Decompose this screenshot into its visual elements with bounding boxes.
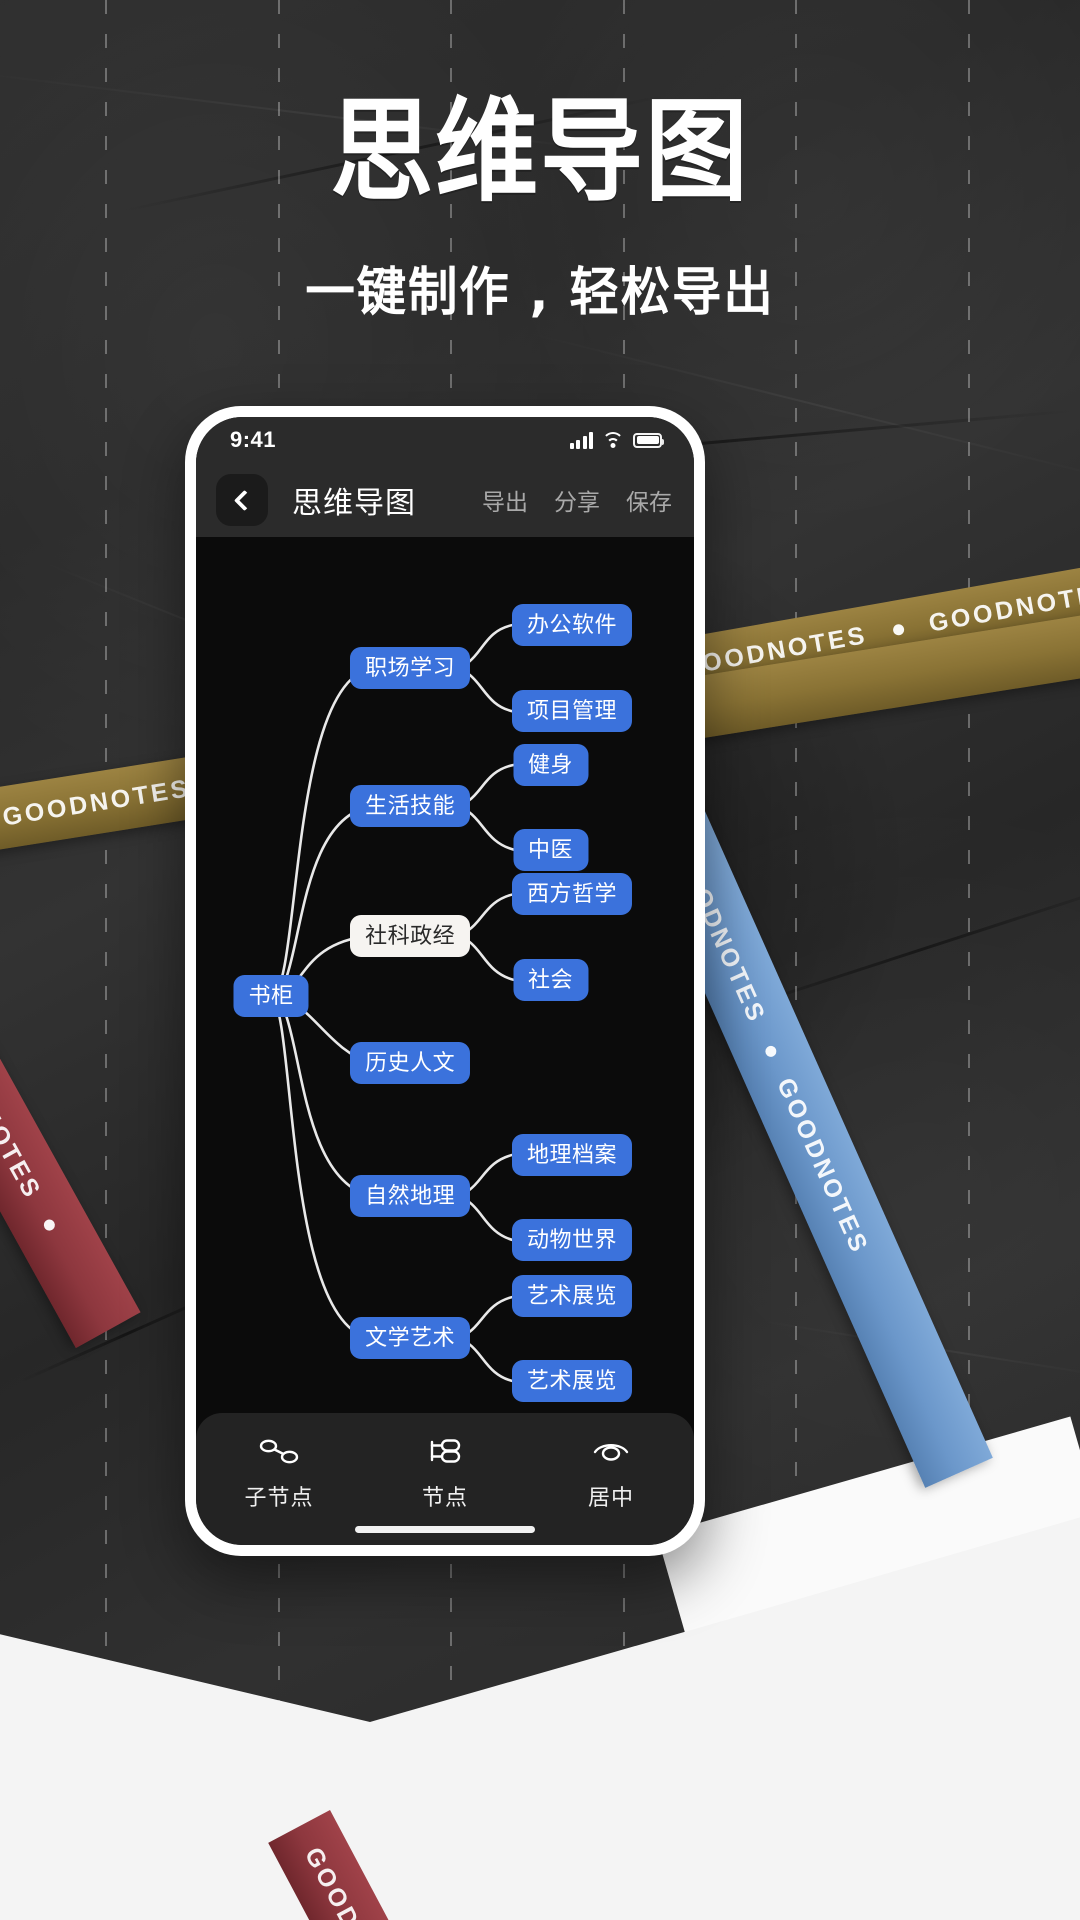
mindmap-canvas[interactable]: 书柜 职场学习 生活技能 社科政经 历史人文 自然地理 文学艺术 办公软件 项目… (196, 537, 694, 1413)
toolbar-item-center[interactable]: 居中 (528, 1435, 694, 1512)
phone-screen: 9:41 思维导图 导出 分享 保存 (196, 417, 694, 1545)
toolbar-label: 子节点 (244, 1485, 314, 1510)
promo-headline: 思维导图 (330, 87, 750, 217)
mindmap-node-branch[interactable]: 职场学习 (350, 647, 471, 690)
mindmap-node-branch[interactable]: 文学艺术 (350, 1316, 471, 1359)
status-bar: 9:41 (196, 417, 694, 463)
mindmap-node-leaf[interactable]: 社会 (513, 959, 589, 1002)
status-icons (569, 431, 664, 449)
toolbar-item-node[interactable]: 节点 (362, 1435, 528, 1512)
page-title: 思维导图 (292, 487, 416, 520)
mindmap-node-branch[interactable]: 历史人文 (350, 1041, 471, 1084)
status-time: 9:41 (230, 427, 277, 452)
mindmap-node-leaf[interactable]: 中医 (513, 828, 589, 871)
bottom-toolbar: 子节点 节点 (196, 1413, 694, 1545)
mindmap-node-leaf[interactable]: 艺术展览 (511, 1360, 632, 1403)
nav-actions: 导出 分享 保存 (482, 483, 672, 517)
promo-text-block: 思维导图 一键制作 , 轻松导出 (0, 96, 1080, 325)
toolbar-item-child-node[interactable]: 子节点 (196, 1435, 362, 1512)
cellular-signal-icon (569, 431, 593, 449)
mindmap-node-leaf[interactable]: 健身 (513, 743, 589, 786)
mindmap-node-leaf[interactable]: 办公软件 (511, 603, 632, 646)
mindmap-node-leaf[interactable]: 项目管理 (511, 690, 632, 733)
toolbar-label: 居中 (587, 1485, 634, 1510)
mindmap-node-leaf[interactable]: 动物世界 (511, 1219, 632, 1262)
mindmap-node-leaf[interactable]: 地理档案 (511, 1133, 632, 1176)
home-indicator (355, 1526, 535, 1533)
chevron-left-icon (233, 489, 256, 511)
child-node-link-icon (259, 1435, 299, 1467)
mindmap-node-branch[interactable]: 生活技能 (350, 784, 471, 827)
mindmap-node-branch[interactable]: 自然地理 (350, 1174, 471, 1217)
mindmap-node-root[interactable]: 书柜 (233, 975, 309, 1018)
share-button[interactable]: 分享 (554, 489, 600, 515)
node-hierarchy-icon (428, 1435, 462, 1467)
battery-icon (633, 432, 664, 448)
wifi-icon (602, 432, 624, 448)
app-nav-bar: 思维导图 导出 分享 保存 (196, 463, 694, 537)
mindmap-node-branch[interactable]: 社科政经 (350, 914, 471, 957)
mindmap-node-leaf[interactable]: 西方哲学 (511, 873, 632, 916)
eye-center-icon (593, 1435, 629, 1467)
promo-subheadline: 一键制作 , 轻松导出 (305, 263, 775, 323)
toolbar-label: 节点 (421, 1485, 468, 1510)
save-button[interactable]: 保存 (626, 489, 672, 515)
mindmap-node-leaf[interactable]: 艺术展览 (511, 1275, 632, 1318)
back-button[interactable] (216, 474, 268, 526)
export-button[interactable]: 导出 (482, 489, 528, 515)
phone-mockup: 9:41 思维导图 导出 分享 保存 (185, 406, 705, 1556)
